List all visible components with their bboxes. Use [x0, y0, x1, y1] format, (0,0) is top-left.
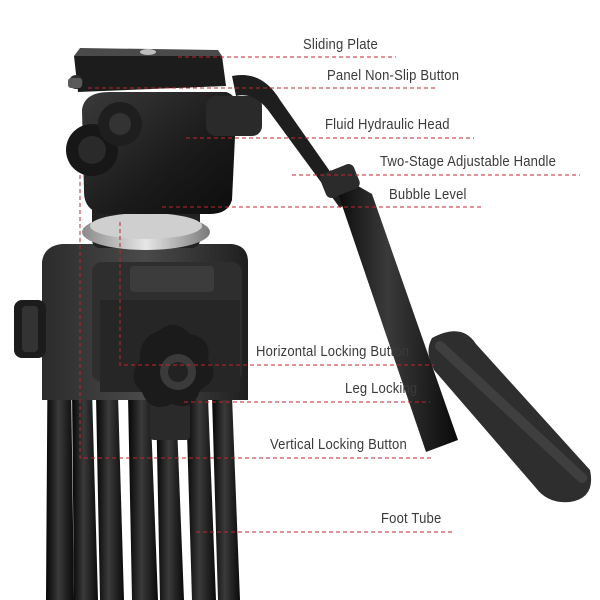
fluid-head [66, 92, 262, 214]
label-panel-non-slip-button: Panel Non-Slip Button [327, 68, 460, 84]
label-fluid-hydraulic-head: Fluid Hydraulic Head [325, 117, 450, 133]
label-sliding-plate: Sliding Plate [303, 37, 378, 53]
label-horizontal-locking-button: Horizontal Locking Button [256, 344, 410, 360]
label-bubble-level: Bubble Level [389, 187, 467, 203]
label-foot-tube: Foot Tube [381, 511, 442, 527]
label-two-stage-adjustable-handle: Two-Stage Adjustable Handle [380, 154, 557, 170]
label-vertical-locking-button: Vertical Locking Button [270, 437, 407, 453]
label-leg-locking: Leg Locking [345, 381, 418, 397]
sliding-plate-part [68, 48, 226, 92]
